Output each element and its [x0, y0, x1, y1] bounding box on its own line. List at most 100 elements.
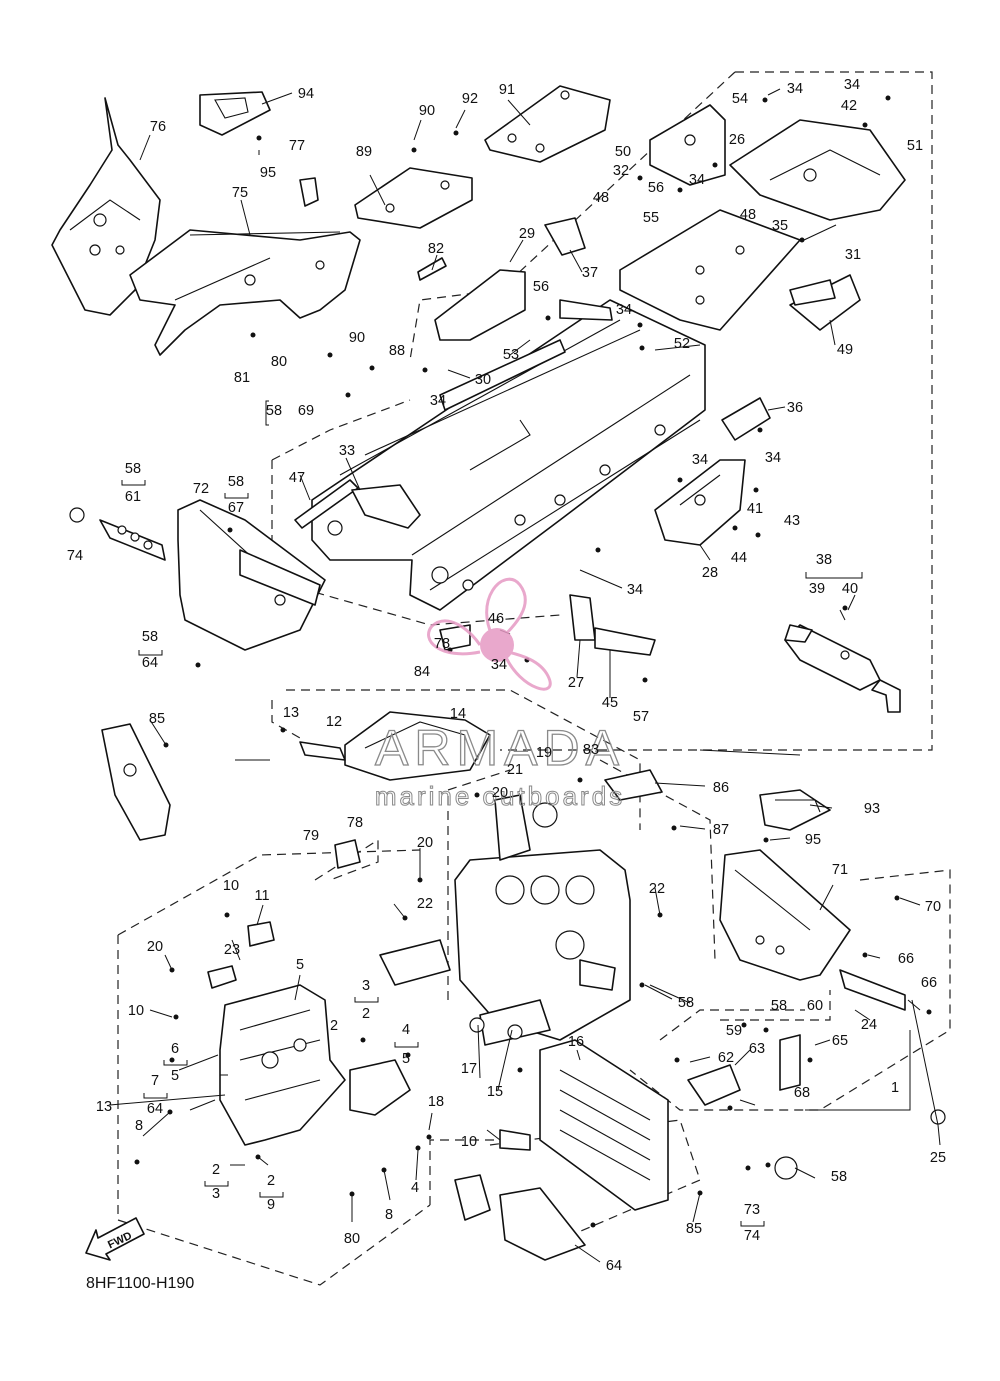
- callout: 24: [861, 1017, 877, 1033]
- callout: 80: [344, 1231, 360, 1247]
- right-lower-guard: [687, 789, 946, 1180]
- callout: 90: [419, 103, 435, 119]
- callout: 68: [794, 1085, 810, 1101]
- callout: 65: [832, 1033, 848, 1049]
- callout: 95: [805, 832, 821, 848]
- grommet-74-bottom: [930, 1109, 946, 1125]
- leader-lines: [109, 88, 941, 1263]
- callout: 58: [142, 629, 158, 645]
- callout: 34: [689, 172, 705, 188]
- callout: 8: [135, 1118, 143, 1134]
- lower-center-body: [379, 794, 631, 1046]
- callout: 11: [254, 888, 269, 904]
- callout: 16: [568, 1034, 584, 1050]
- callout: 8: [385, 1207, 393, 1223]
- watermark-subtitle: marine outboards: [375, 781, 625, 811]
- callout: 26: [729, 132, 745, 148]
- callout: 60: [807, 998, 823, 1014]
- callout: 53: [503, 347, 519, 363]
- callout: 34: [627, 582, 643, 598]
- bracket-29: [434, 269, 526, 341]
- callout: 58: [266, 403, 282, 419]
- callout: 54: [732, 91, 748, 107]
- callout: 5: [402, 1051, 410, 1067]
- callout: 89: [356, 144, 372, 160]
- callout: 79: [303, 828, 319, 844]
- callout: 73: [744, 1202, 760, 1218]
- callout: 91: [499, 82, 515, 98]
- callout: 92: [462, 91, 478, 107]
- bracket-78-mid: [334, 839, 361, 869]
- callout: 62: [718, 1050, 734, 1066]
- callout: 74: [744, 1228, 760, 1244]
- callout: 5: [171, 1068, 179, 1084]
- callout: 4: [402, 1022, 410, 1038]
- watermark-propeller-logo: [427, 577, 552, 691]
- main-frame-assembly: [294, 299, 706, 611]
- callout: 46: [488, 611, 504, 627]
- callout: 20: [492, 785, 508, 801]
- bracket-marks: [121, 400, 863, 1227]
- callout: 21: [507, 762, 523, 778]
- callout: 35: [772, 218, 788, 234]
- callout: 66: [921, 975, 937, 991]
- callout: 56: [533, 279, 549, 295]
- front-lower-frame: [101, 723, 586, 1261]
- callout: 41: [747, 501, 763, 517]
- top-plates: [354, 85, 611, 281]
- callout: 83: [583, 742, 599, 758]
- callout: 63: [749, 1041, 765, 1057]
- fwd-arrow-icon: FWD: [85, 1217, 145, 1261]
- callout: 17: [461, 1061, 477, 1077]
- bracket-45: [594, 627, 656, 656]
- left-side-parts: [69, 499, 326, 651]
- callout: 34: [787, 81, 803, 97]
- bracket-60: [839, 969, 906, 1011]
- callout: 7: [151, 1073, 159, 1089]
- callout: 34: [491, 657, 507, 673]
- callout: 10: [223, 878, 239, 894]
- callout: 2: [212, 1162, 220, 1178]
- callout: 12: [326, 714, 342, 730]
- guard-71: [719, 849, 851, 981]
- callout: 2: [330, 1018, 338, 1034]
- callout: 33: [339, 443, 355, 459]
- front-nose-frame: [51, 91, 361, 356]
- callout: 34: [430, 393, 446, 409]
- callout: 87: [713, 822, 729, 838]
- callout: 10: [461, 1134, 477, 1150]
- callout-labels: 94 76 95 77 75 89 90 92 91 34 34 54 42 5…: [67, 77, 946, 1274]
- callout: 90: [349, 330, 365, 346]
- callout: 38: [816, 552, 832, 568]
- callout: 37: [582, 265, 598, 281]
- callout: 9: [267, 1197, 275, 1213]
- plate-35: [619, 209, 801, 331]
- callout: 77: [289, 138, 305, 154]
- grommet-74-top: [69, 507, 85, 523]
- bracket-86: [604, 769, 663, 801]
- callout: 58: [678, 995, 694, 1011]
- callout: 93: [864, 801, 880, 817]
- middle-brace: [299, 711, 663, 828]
- callout: 13: [96, 1099, 112, 1115]
- callout: 61: [125, 489, 141, 505]
- diagram-code: 8HF1100-H190: [86, 1275, 194, 1292]
- callout: 36: [787, 400, 803, 416]
- callout: 45: [602, 695, 618, 711]
- callout: 1: [891, 1080, 899, 1096]
- callout: 64: [147, 1101, 163, 1117]
- part-94: [199, 91, 271, 136]
- callout: 19: [536, 745, 552, 761]
- callout: 34: [692, 452, 708, 468]
- rod-12: [299, 741, 346, 761]
- callout: 40: [842, 581, 858, 597]
- callout: 57: [633, 709, 649, 725]
- callout: 14: [450, 706, 466, 722]
- callout: 42: [841, 98, 857, 114]
- callout: 48: [593, 190, 609, 206]
- callout: 20: [417, 835, 433, 851]
- bracket-77: [299, 177, 319, 207]
- callout: 30: [475, 372, 491, 388]
- bracket-62: [687, 1064, 741, 1106]
